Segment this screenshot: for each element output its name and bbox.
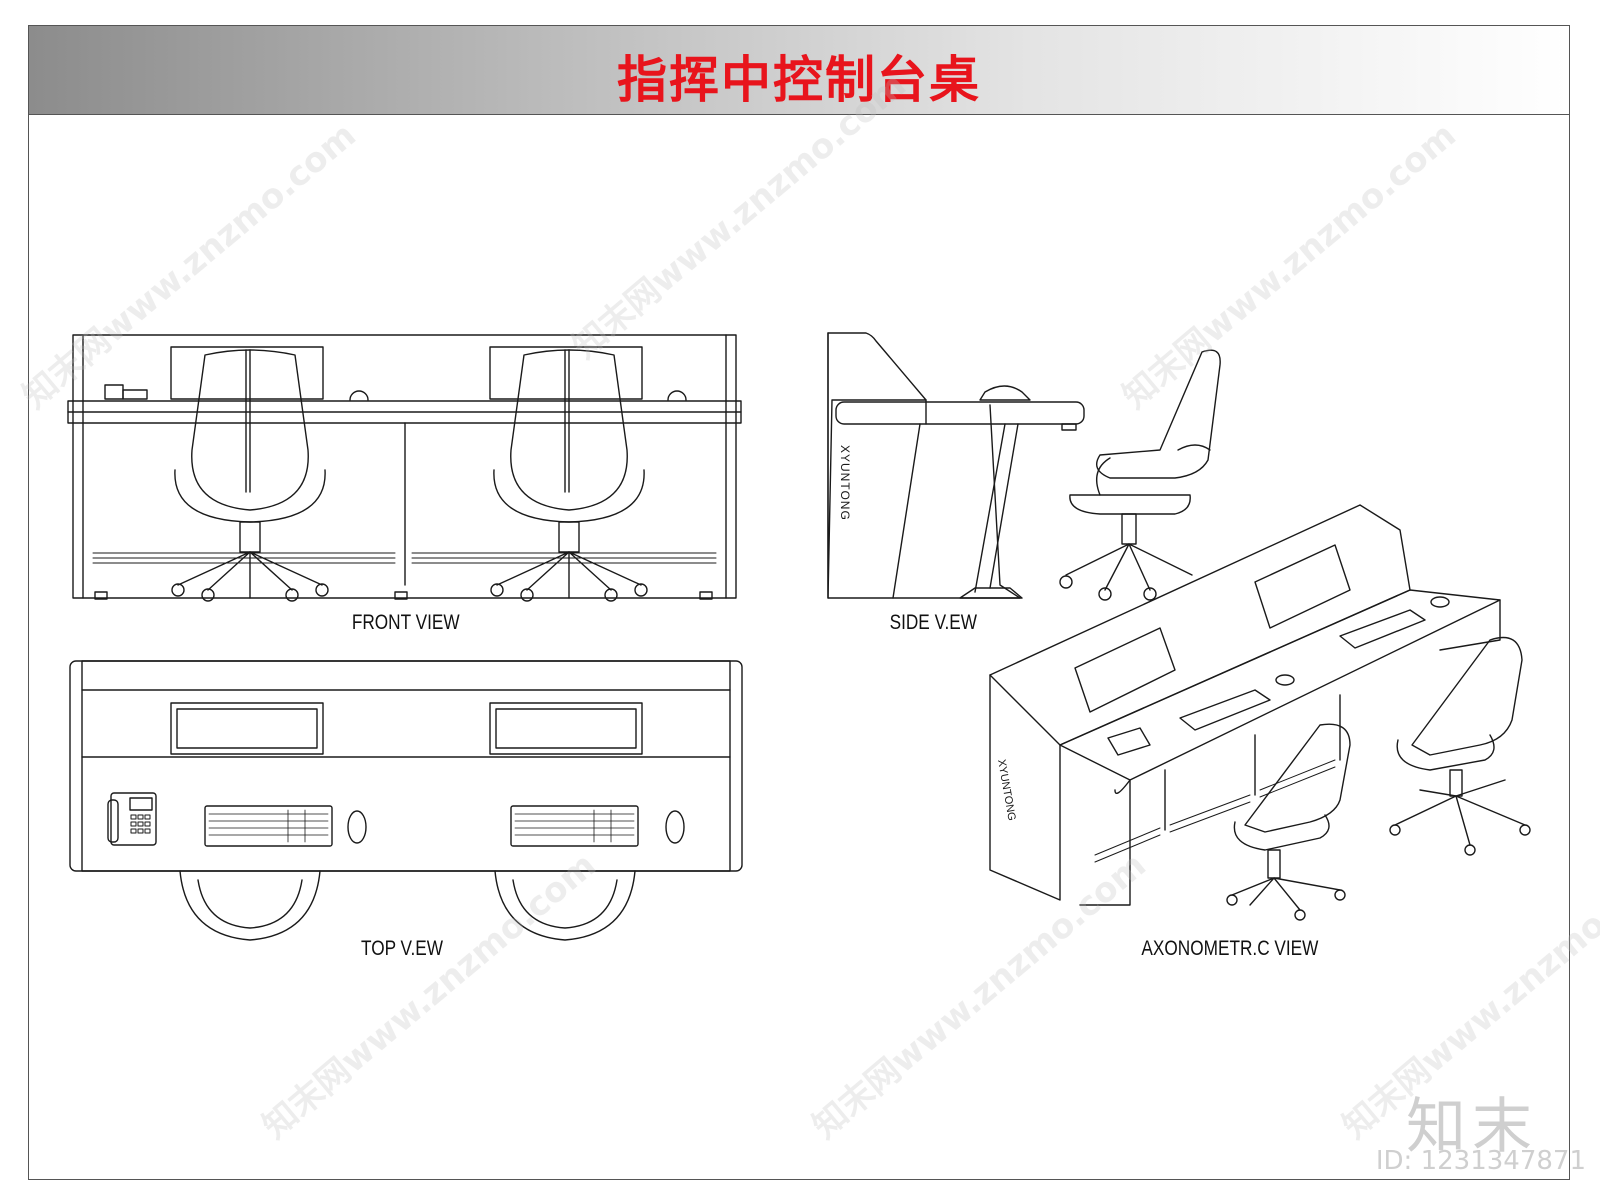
brand-logo: 知末 xyxy=(1406,1092,1538,1162)
axonometric-view-label: AXONOMETR.C VIEW xyxy=(1141,937,1319,960)
top-keyboard-left xyxy=(204,805,333,847)
drawing-sheet: 指挥中控制台桌 xyxy=(28,25,1570,1180)
axon-monitor-left xyxy=(1074,627,1176,713)
axon-panel-text: XYUNTONG xyxy=(995,758,1018,821)
front-chair-left xyxy=(171,349,329,602)
top-mouse-right-icon xyxy=(665,810,685,844)
phone-icon xyxy=(104,384,124,400)
top-view xyxy=(69,660,743,941)
side-view-label: SIDE V.EW xyxy=(889,611,978,634)
side-panel-text: XYUNTONG xyxy=(838,445,852,521)
axon-chair-back xyxy=(1389,636,1531,856)
axonometric-view: XYUNTONG xyxy=(989,504,1531,921)
front-view xyxy=(67,334,742,602)
top-view-label: TOP V.EW xyxy=(361,937,443,960)
axon-phone-icon xyxy=(1107,727,1151,756)
front-chair-right xyxy=(490,349,648,602)
top-chair-left xyxy=(179,870,321,941)
side-phone-icon xyxy=(979,385,1031,401)
top-keyboard-right xyxy=(510,805,639,847)
title-bar: 指挥中控制台桌 xyxy=(29,26,1569,115)
top-phone-icon xyxy=(107,792,157,846)
side-view: XYUNTONG xyxy=(827,332,1221,601)
top-chair-right xyxy=(494,870,636,941)
image-id: ID: 1231347871 xyxy=(1375,1146,1586,1176)
axon-monitor-right xyxy=(1254,544,1351,629)
front-view-label: FRONT VIEW xyxy=(351,611,460,634)
mouse-icon xyxy=(349,390,369,401)
top-mouse-left-icon xyxy=(347,810,367,844)
axon-keyboard-right xyxy=(1339,609,1426,649)
axon-chair-front xyxy=(1226,723,1351,921)
side-chair xyxy=(1059,349,1221,601)
axon-keyboard-left xyxy=(1179,689,1271,731)
page-title: 指挥中控制台桌 xyxy=(617,51,981,109)
